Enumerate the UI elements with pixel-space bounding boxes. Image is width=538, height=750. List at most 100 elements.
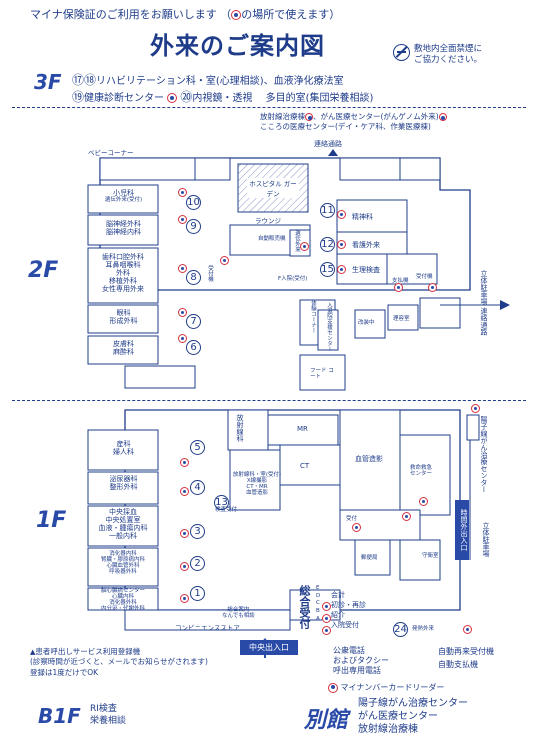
floor-3f-number-19: ⑲ [72,90,85,104]
mynumber-reader-icon [180,487,189,496]
mynumber-reader-icon [337,240,346,249]
gastro-label: 消化器内科 [109,551,137,557]
emergency-label-1: 救命救急 [410,465,433,471]
reception-machine-label: 受付機 [416,274,433,280]
room-dental: 歯科口腔外科 耳鼻咽喉科 外科 移植外科 女性専用外来 [92,253,154,293]
mynumber-reader-icon [178,264,187,273]
notice-text-2: の場所で使えます） [241,8,341,21]
cancer-center-label: がん医療センター [358,711,438,722]
number-15: 15 [320,262,335,277]
emergency-label-2: センター [410,471,433,478]
number-7: 7 [186,314,201,329]
surgery-label: 外科 [116,269,130,278]
neurosurgery-label: 脳神経外科 [106,220,141,228]
body-corner-label: 体験コーナー [310,300,317,333]
obstetrics-label: 産科 [116,440,131,448]
gi-surgery-label: 消化器外科 [109,600,137,607]
transplant-label: 移植外科 [109,277,137,286]
room-ent: 消化器内科 腎臓・膠原病内科 心臓血管外科 呼吸器外科 [92,551,154,575]
orthopedics-label: 整形外科 [109,483,138,492]
convenience-store-label: コンビニエンスストア [175,624,240,632]
food-court-label: フード コート [310,368,334,381]
no-smoking-note: 敷地内全面禁煙に ご協力ください。 [414,44,482,66]
urology-label: 泌尿器科 [109,475,138,483]
separator-line [12,400,526,401]
number-13: 13 [214,495,229,510]
admission-reception-label: 入院受付 [331,621,359,630]
mynumber-reader-icon [178,334,187,343]
annex-cancer-text: 、がん医療センター(がんゲノム外来) [313,112,439,121]
floor-3f-numbers-17-18: ⑰⑱ [72,73,97,87]
nutrition-label: 栄養相談 [90,715,127,726]
mynumber-reader-icon [220,256,229,265]
room-derm: 皮膚科 麻酔科 [96,340,151,356]
reception-letters: E D C B A [316,585,320,623]
nephro-label: 腎臓・膠原病内科 [100,557,145,564]
number-4: 4 [190,480,205,495]
general-reception-label: 総合受付 [298,585,311,629]
angio-label: 血管造影 [355,455,383,463]
connector-label: 連絡通路 [314,140,342,148]
number-11: 11 [320,203,335,218]
f-reception-label: F入院(受付) [278,276,308,282]
garden-label: ホスピタル ガーデン [247,178,299,198]
room-obgyn: 産科 婦人科 [96,440,151,456]
reception-booth-label: 検査受付 [215,507,238,513]
radiation-building-label: 放射線治療棟 [358,724,418,735]
room-eye: 眼科 形成外科 [96,309,151,325]
room-uro: 泌尿器科 整形外科 [96,475,151,491]
genetics-reception-label: 遺伝外来(受付) [104,197,143,204]
central-entrance-button[interactable]: 中央出入口 [240,640,298,655]
legend-machines: 自動再来受付機 自動支払機 [438,646,494,672]
mynumber-reader-icon [180,529,189,538]
floor-3f-number-20: ⑳ [180,90,193,104]
psychiatry-label: 精神科 [352,213,373,221]
barber-label: 理容室 [393,316,410,322]
mynumber-reader-icon [402,512,411,521]
mynumber-reader-icon [178,188,187,197]
legend-mynumber: マイナンバーカードリーダー [328,682,444,693]
angio-label-2: 血管造影 [245,490,268,497]
mynumber-reader-icon [180,562,189,571]
legend-call-service: ▲患者呼出しサービス利用登録機 (診察時間が近づくと、メールでお知らせがされます… [30,647,208,677]
letter-e: E [316,585,320,591]
no-smoking-line2: ご協力ください。 [414,55,483,66]
annex-radiation-text: 放射線治療棟 [260,112,305,121]
mynumber-reader-icon [322,626,331,635]
ct-label: CT [300,462,310,470]
connector-arrow-icon [328,149,338,156]
reception-1f-label: 受付 [346,516,358,522]
mynumber-reader-icon [300,242,309,251]
dermatology-label: 皮膚科 [113,340,134,348]
mynumber-reader-icon [328,682,338,693]
mynumber-reader-icon [394,283,403,292]
floor-3f-endoscopy-text: 内視鏡・透視 [192,93,253,104]
mynumber-reader-icon [471,404,480,413]
floor-3f-multipurpose-text: 多目的室(集団栄養相談) [265,93,374,104]
cardio-surg-label: 心臓血管外科 [106,563,140,570]
neurology-label: 脳神経内科 [106,228,141,237]
number-24: 24 [393,622,408,637]
no-smoking-line1: 敷地内全面禁煙に [414,44,483,54]
notice-text: マイナ保険証のご利用をお願いします [30,8,217,21]
mynumber-reader-icon [337,265,346,274]
radiology-label: 放射線科 [236,414,245,442]
call-service-line1: (診察時間が近づくと、メールでお知らせがされます) [30,657,208,667]
annex-psych-text: こころの医療センター(デイ・ケア科、作業医療棟) [260,122,431,132]
auto-reception-label: 自動再来受付機 [438,647,494,656]
hematology-label: 血液・腫瘍内科 [98,524,148,533]
fever-outpatient-label: 発熱外来 [412,626,435,632]
number-12: 12 [320,237,335,252]
mynumber-reader-label: マイナンバーカードリーダー [340,683,445,692]
page-title: 外来のご案内図 [150,32,325,60]
mynumber-reader-icon [180,458,189,467]
yoko-label: 陽子線がん治療センター [480,416,489,493]
letter-d: D [316,592,321,599]
phone-label: 公衆電話 [333,646,365,655]
auto-pay-label: 自動支払機 [438,659,478,669]
general-info-label: 総合案内 [227,607,250,613]
ent-label: 耳鼻咽喉科 [105,261,141,270]
physio-label: 生理検査 [352,266,380,274]
mynumber-reader-icon [167,93,178,103]
number-3: 3 [190,524,205,539]
